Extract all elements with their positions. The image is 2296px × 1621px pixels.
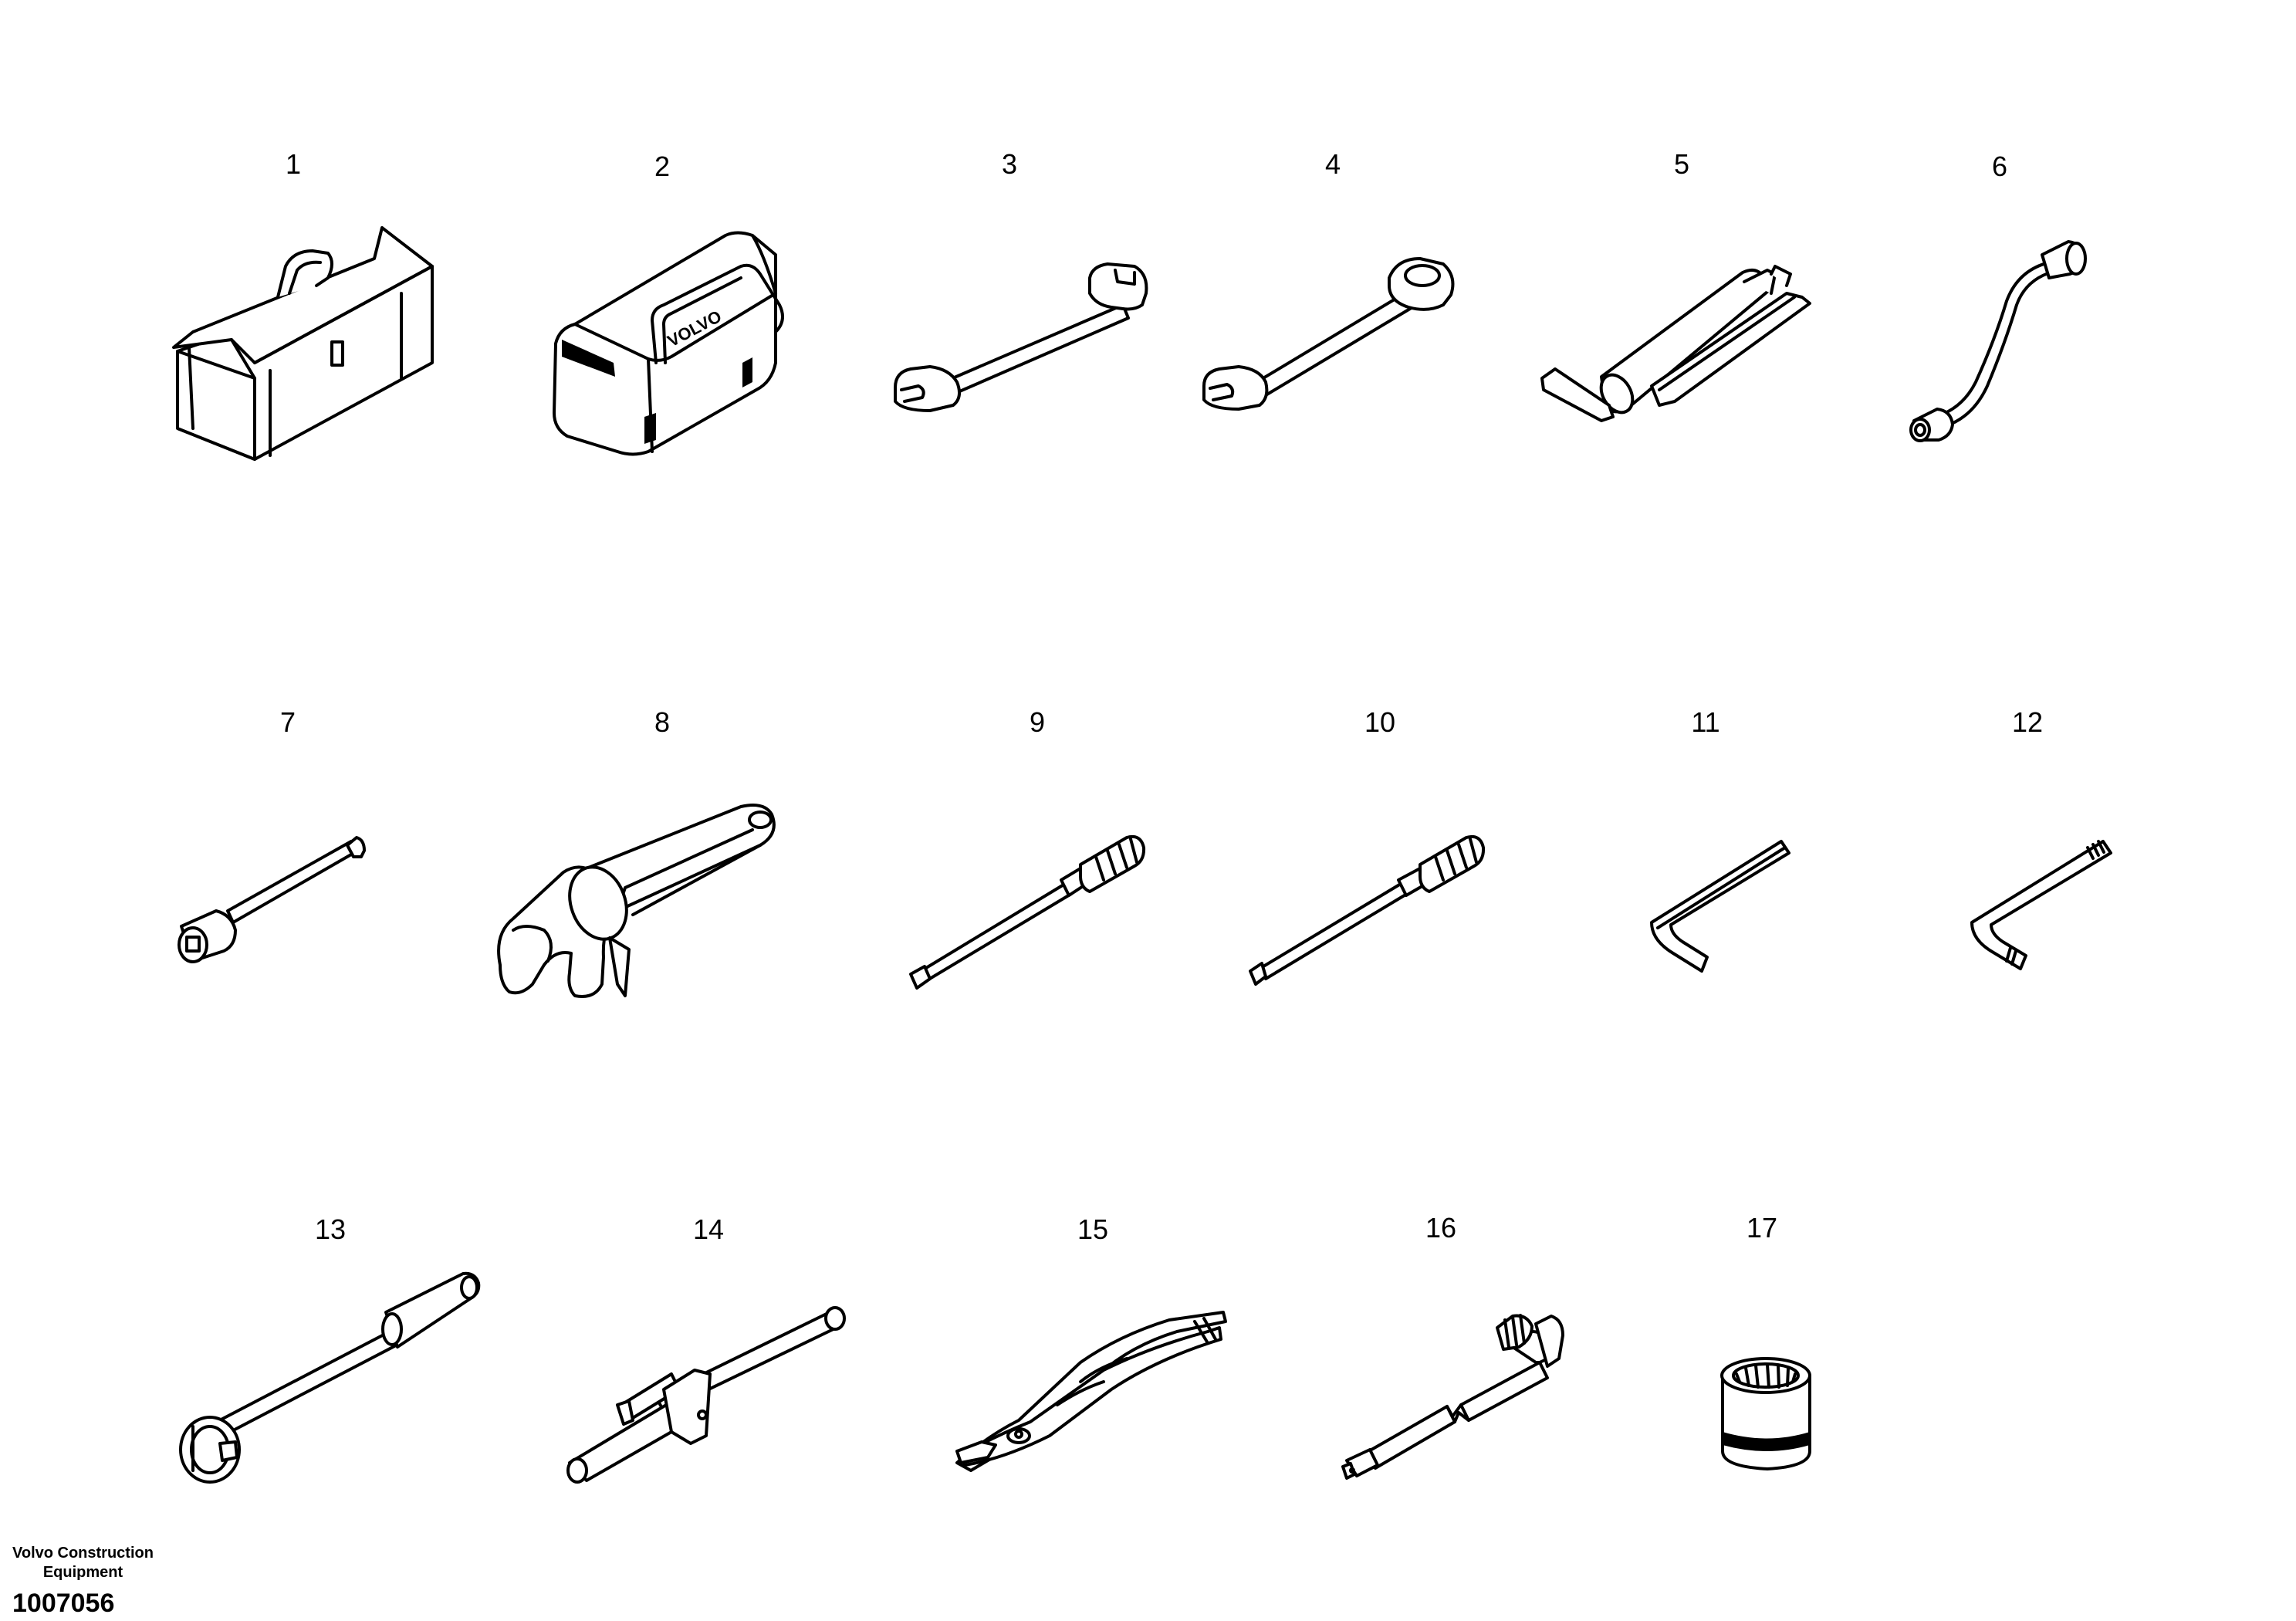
tool-bag-icon: VOLVO <box>553 231 784 456</box>
item-label-13: 13 <box>315 1213 346 1245</box>
item-label-11: 11 <box>1691 706 1719 738</box>
item-label-14: 14 <box>693 1213 724 1245</box>
extension-bar-icon <box>178 836 366 963</box>
drawing-number: 1007056 <box>12 1589 115 1618</box>
item-label-8: 8 <box>654 706 670 738</box>
item-label-1: 1 <box>286 148 301 180</box>
company-name-line2: Equipment <box>42 1564 123 1581</box>
open-end-wrench-icon <box>894 262 1148 412</box>
flat-screwdriver-icon <box>909 834 1146 990</box>
ratchet-handle-icon <box>497 804 776 998</box>
ratchet-wrench-icon <box>179 1271 481 1484</box>
item-label-9: 9 <box>1030 706 1045 738</box>
item-label-2: 2 <box>654 151 670 182</box>
item-label-5: 5 <box>1674 148 1689 180</box>
torx-key-icon <box>1970 840 2112 970</box>
socket-icon <box>1720 1357 1811 1470</box>
item-label-12: 12 <box>2012 706 2043 738</box>
item-label-15: 15 <box>1077 1213 1108 1245</box>
item-label-4: 4 <box>1325 148 1341 180</box>
sliding-t-bar-icon <box>566 1306 846 1484</box>
item-label-16: 16 <box>1425 1212 1456 1244</box>
phillips-screwdriver-icon <box>1249 834 1486 986</box>
item-label-7: 7 <box>280 706 296 738</box>
combination-wrench-icon <box>1202 257 1455 411</box>
l-socket-wrench-icon <box>1341 1314 1564 1480</box>
item-label-10: 10 <box>1364 706 1395 738</box>
pliers-icon <box>955 1311 1227 1472</box>
bent-socket-wrench-icon <box>1909 240 2087 442</box>
company-name-line1: Volvo Construction <box>12 1545 154 1562</box>
hex-key-icon <box>1650 840 1790 973</box>
footer-credit: Volvo Construction Equipment 1007056 <box>12 1544 154 1619</box>
item-label-17: 17 <box>1747 1212 1777 1244</box>
toolbox-icon <box>172 226 434 461</box>
grease-gun-icon <box>1540 265 1811 422</box>
item-label-6: 6 <box>1992 151 2007 182</box>
item-label-3: 3 <box>1002 148 1017 180</box>
